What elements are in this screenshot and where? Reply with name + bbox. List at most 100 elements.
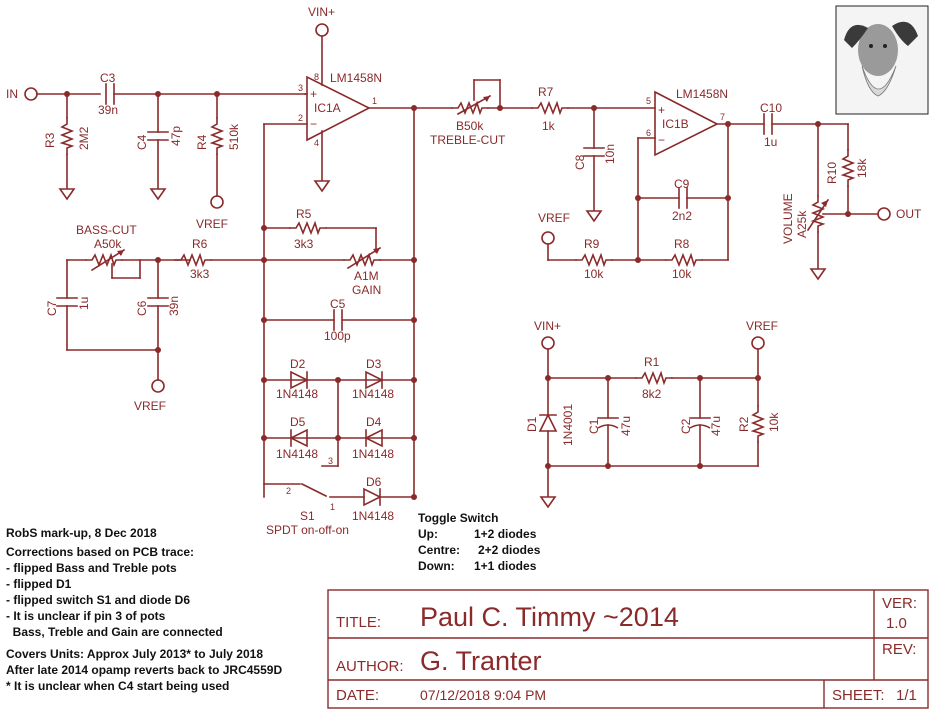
vin-connector-icon	[315, 23, 329, 37]
ground-icon	[540, 496, 556, 508]
pin-2: 2	[298, 113, 303, 123]
opamp-plus: +	[310, 87, 317, 101]
label-c1: C1	[587, 418, 601, 434]
label-c9: C9	[674, 177, 690, 191]
opamp-minus: −	[658, 133, 665, 147]
label-vin-psu: VIN+	[534, 319, 561, 333]
label-ic1b: IC1B	[662, 117, 689, 131]
toggle-title: Toggle Switch	[418, 511, 498, 525]
label-r3-val: 2M2	[77, 126, 91, 150]
ic1a-opamp	[263, 23, 453, 192]
toggle-up-value: 1+2 diodes	[474, 527, 537, 541]
s1-pin-3: 3	[328, 456, 333, 466]
vref-connector-icon	[210, 195, 224, 209]
ground-icon	[59, 188, 75, 200]
ic1b-opamp	[541, 90, 765, 266]
label-vref3: VREF	[134, 399, 166, 413]
notes-block: RobS mark-up, 8 Dec 2018 Corrections bas…	[6, 526, 282, 693]
label-c4-val: 47p	[169, 126, 183, 146]
vref-connector-icon	[751, 336, 765, 350]
vin-connector-icon	[541, 336, 555, 350]
output-connector-icon	[877, 207, 891, 221]
toggle-centre-label: Centre:	[418, 543, 460, 557]
component-labels: VIN+ IN OUT C3 39n R3 2M2 C4 47p R4 510k…	[6, 5, 922, 537]
label-gain: GAIN	[352, 283, 381, 297]
label-d3-val: 1N4148	[352, 387, 394, 401]
note-line: After late 2014 opamp reverts back to JR…	[6, 663, 282, 677]
label-vref1: VREF	[196, 217, 228, 231]
label-d2-val: 1N4148	[276, 387, 318, 401]
label-c6: C6	[135, 300, 149, 316]
label-c10: C10	[760, 101, 782, 115]
opamp-minus: −	[310, 117, 317, 131]
label-c7: C7	[45, 300, 59, 316]
label-vin: VIN+	[308, 5, 335, 19]
label-d2: D2	[290, 357, 306, 371]
pin-3: 3	[298, 83, 303, 93]
label-r7: R7	[538, 85, 554, 99]
label-d6-val: 1N4148	[352, 509, 394, 523]
input-section	[24, 83, 306, 209]
note-line: - flipped switch S1 and diode D6	[6, 593, 190, 607]
label-vref2: VREF	[538, 211, 570, 225]
note-line: RobS mark-up, 8 Dec 2018	[6, 526, 157, 540]
note-line: - flipped Bass and Treble pots	[6, 561, 177, 575]
label-r9: R9	[584, 237, 600, 251]
toggle-up-label: Up:	[418, 527, 438, 541]
label-r10-val: 18k	[855, 158, 869, 178]
ground-icon	[314, 180, 330, 192]
label-d3: D3	[366, 357, 382, 371]
label-d5-val: 1N4148	[276, 447, 318, 461]
ground-icon	[586, 210, 602, 222]
output-section	[763, 113, 891, 280]
label-r5-val: 3k3	[294, 237, 314, 251]
toggle-down-label: Down:	[418, 559, 455, 573]
label-c8-val: 10n	[603, 144, 617, 164]
label-r4-val: 510k	[227, 123, 241, 150]
label-r2: R2	[737, 416, 751, 432]
label-c4: C4	[135, 134, 149, 150]
label-c8: C8	[573, 154, 587, 170]
label-ic1a-part: LM1458N	[330, 71, 382, 85]
label-d5: D5	[290, 415, 306, 429]
label-r6-val: 3k3	[190, 267, 210, 281]
author-label: AUTHOR:	[336, 658, 404, 675]
rev-label: REV:	[882, 641, 916, 658]
title-block: TITLE: Paul C. Timmy ~2014 AUTHOR: G. Tr…	[327, 589, 929, 709]
vref-connector-icon	[541, 231, 555, 245]
opamp-plus: +	[658, 103, 665, 117]
label-c5: C5	[330, 297, 346, 311]
author-value: G. Tranter	[420, 646, 542, 676]
treble-section	[451, 79, 656, 222]
label-treble-val: B50k	[456, 119, 484, 133]
s1-pin-1: 1	[330, 502, 335, 512]
label-d1: D1	[525, 416, 539, 432]
label-c5-val: 100p	[324, 329, 351, 343]
label-in: IN	[6, 87, 18, 101]
label-r7-val: 1k	[542, 119, 556, 133]
portrait-photo	[835, 5, 929, 115]
input-connector-icon	[24, 87, 38, 101]
label-r4: R4	[195, 134, 209, 150]
label-gain-val: A1M	[354, 269, 379, 283]
label-r8-val: 10k	[672, 267, 692, 281]
label-r1-val: 8k2	[642, 387, 662, 401]
label-r8: R8	[674, 237, 690, 251]
pin-8: 8	[314, 72, 319, 82]
toggle-switch-legend: Toggle Switch Up: 1+2 diodes Centre: 2+2…	[418, 511, 541, 573]
label-c6-val: 39n	[167, 296, 181, 316]
ver-label: VER:	[882, 595, 917, 612]
title-label: TITLE:	[336, 614, 381, 631]
toggle-down-value: 1+1 diodes	[474, 559, 537, 573]
sheet-value: 1/1	[896, 687, 917, 704]
ground-icon	[150, 188, 166, 200]
power-supply-section	[538, 336, 765, 508]
label-ic1b-part: LM1458N	[676, 87, 728, 101]
pin-1: 1	[372, 96, 377, 106]
feedback-network	[261, 107, 417, 507]
label-r9-val: 10k	[584, 267, 604, 281]
note-line: - flipped D1	[6, 577, 72, 591]
label-c3: C3	[100, 71, 116, 85]
note-line: Corrections based on PCB trace:	[6, 545, 194, 559]
